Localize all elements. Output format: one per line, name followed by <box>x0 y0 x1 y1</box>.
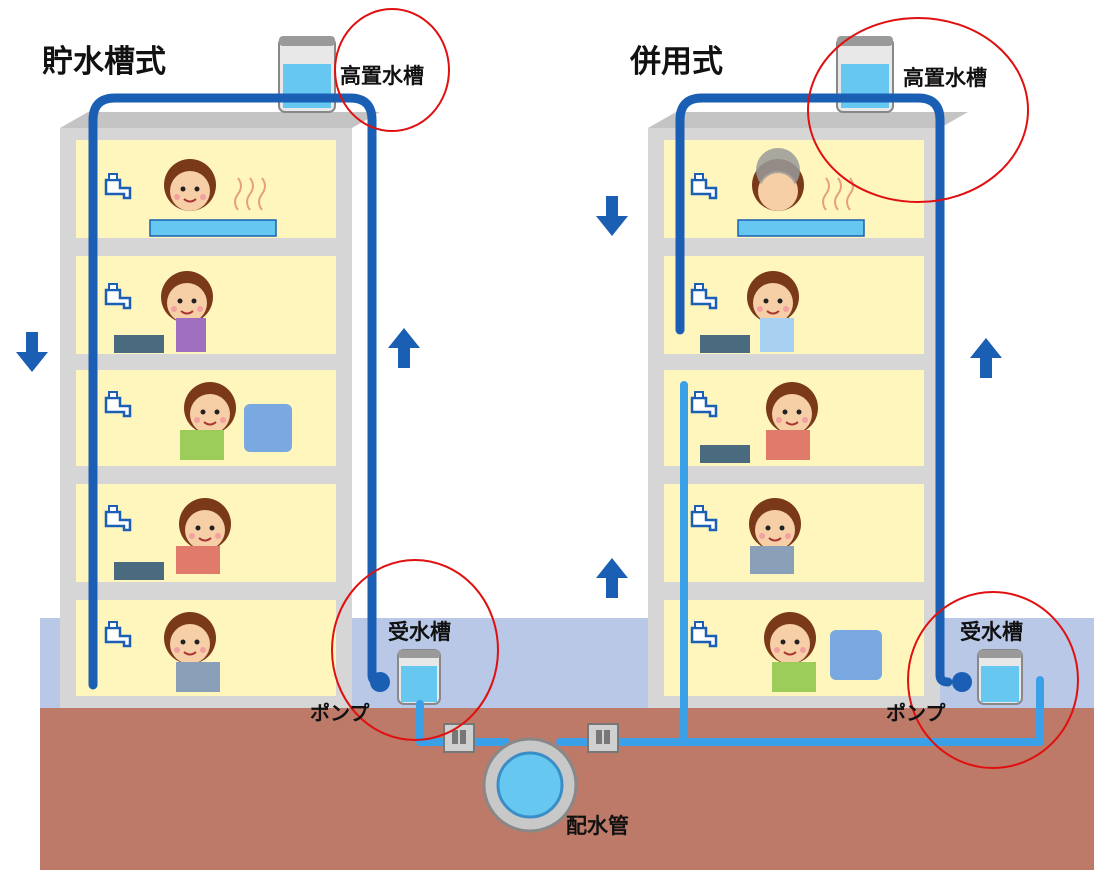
underground-pipes <box>416 676 1044 746</box>
arrow-up-icon <box>970 338 1002 378</box>
main-pipe-label: 配水管 <box>566 814 629 838</box>
water-meter-icon <box>443 723 475 753</box>
right-building <box>648 112 968 708</box>
right-receiving-tank <box>977 649 1023 705</box>
arrow-down-icon <box>16 332 48 372</box>
water-meter-icon <box>587 723 619 753</box>
left-pump-icon <box>370 672 390 692</box>
highlight-circle <box>807 17 1029 203</box>
arrow-down-icon <box>596 196 628 236</box>
arrow-up-icon <box>388 328 420 368</box>
highlight-circle <box>334 8 450 132</box>
left-receiving-tank <box>397 649 441 705</box>
left-pump-label: ポンプ <box>310 701 370 725</box>
left-high-tank-label: 高置水槽 <box>340 64 424 88</box>
right-receiving-tank-label: 受水槽 <box>960 620 1023 644</box>
right-pipes <box>675 93 953 746</box>
right-pump-icon <box>952 672 972 692</box>
left-receiving-tank-label: 受水槽 <box>388 620 451 644</box>
right-high-tank-label: 高置水槽 <box>903 66 987 90</box>
right-system-title: 併用式 <box>630 44 723 80</box>
arrow-up-icon <box>596 558 628 598</box>
right-pump-label: ポンプ <box>886 701 946 725</box>
main-pipe <box>482 737 578 833</box>
highlight-circle <box>331 559 499 741</box>
left-building <box>60 112 380 708</box>
left-system-title: 貯水槽式 <box>42 44 166 80</box>
highlight-circle <box>907 591 1079 769</box>
